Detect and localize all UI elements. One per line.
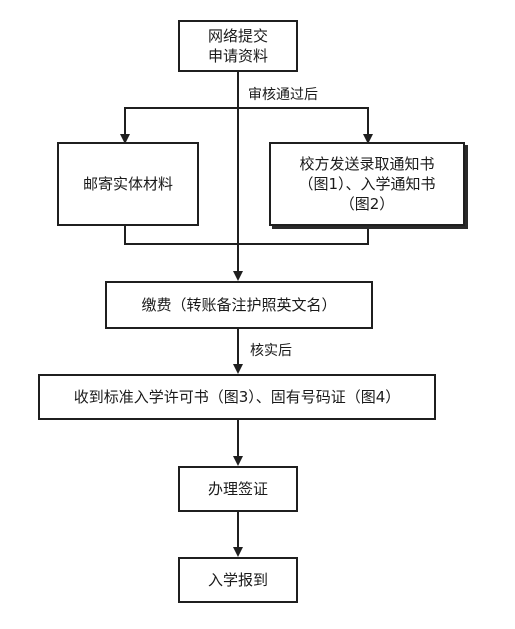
node-enroll-line-1: 入学报到 xyxy=(207,571,268,589)
node-school-line-1: 校方发送录取通知书 xyxy=(299,155,435,173)
node-submit-line-1: 网络提交 xyxy=(207,27,268,45)
node-enrollment: 入学报到 xyxy=(178,557,298,603)
node-mail-materials: 邮寄实体材料 xyxy=(57,142,199,226)
node-mail-line-1: 邮寄实体材料 xyxy=(82,175,173,193)
node-submit-application: 网络提交 申请资料 xyxy=(178,20,298,72)
edge-label-after-verify: 核实后 xyxy=(250,343,292,359)
node-receive-documents: 收到标准入学许可书（图3）、固有号码证（图4） xyxy=(38,374,436,420)
node-payment: 缴费（转账备注护照英文名） xyxy=(105,281,373,329)
node-school-sends-notices: 校方发送录取通知书 （图1）、入学通知书 （图2） xyxy=(269,142,465,226)
edge-label-after-review: 审核通过后 xyxy=(248,87,318,103)
node-visa-line-1: 办理签证 xyxy=(207,480,268,498)
node-school-line-3: （图2） xyxy=(339,195,395,213)
node-school-line-2: （图1）、入学通知书 xyxy=(298,175,436,193)
node-receive-line-1: 收到标准入学许可书（图3）、固有号码证（图4） xyxy=(73,388,401,406)
node-apply-visa: 办理签证 xyxy=(178,466,298,512)
node-pay-line-1: 缴费（转账备注护照英文名） xyxy=(141,296,337,314)
connector-merge xyxy=(124,226,369,245)
connector-branch-horizontal xyxy=(124,107,369,142)
node-submit-line-2: 申请资料 xyxy=(207,47,268,65)
